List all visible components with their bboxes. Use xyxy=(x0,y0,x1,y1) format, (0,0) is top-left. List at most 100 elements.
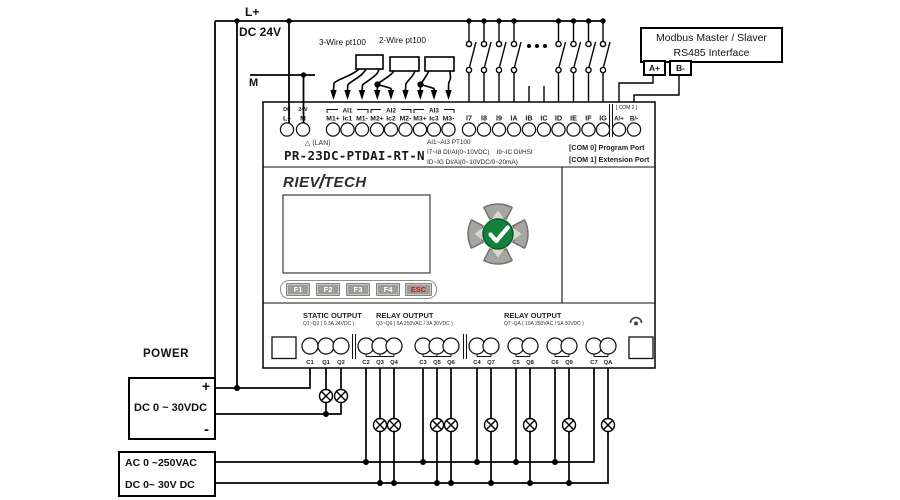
switch-i7[interactable] xyxy=(465,21,477,102)
terminal-label: Q6 xyxy=(447,360,456,366)
plc-model-label: PR-23DC-PTDAI-RT-N xyxy=(284,148,425,163)
terminal-label: L+ xyxy=(283,116,291,123)
headset-icon xyxy=(629,316,643,326)
relay-output-sub-2: Q7~QA ( 10A 250VAC / 5A 30VDC ) xyxy=(504,321,584,327)
terminal-label: M3+ xyxy=(413,116,426,123)
relay-output-title-1: RELAY OUTPUT xyxy=(376,311,434,320)
pt100-3wire-element xyxy=(355,54,384,70)
terminal-label: ID xyxy=(555,114,562,123)
top-terminal-labels: L+ M M1+ Ic1 M1- M2+ Ic2 M2- M3+ Ic3 M3-… xyxy=(283,114,638,123)
terminal-label: M1- xyxy=(356,116,368,123)
terminal-header-dc: DC xyxy=(283,107,291,113)
rs485-wires xyxy=(618,76,680,102)
plus-sign: + xyxy=(201,378,210,394)
dc-supply-box: DC 0 ~ 30VDC + - xyxy=(128,377,216,440)
switch-id[interactable] xyxy=(555,21,567,102)
terminal-label: Ic2 xyxy=(386,116,396,123)
terminal-label: Q2 xyxy=(337,360,345,366)
switch-i9[interactable] xyxy=(495,21,507,102)
rs485-a-terminal: A+ xyxy=(643,60,666,76)
ok-button[interactable] xyxy=(482,218,514,250)
arrow-up-icon xyxy=(490,210,506,221)
m-rail-label: M xyxy=(249,77,259,89)
dpad-up-button[interactable] xyxy=(483,203,513,221)
switch-i8[interactable] xyxy=(480,21,492,102)
bottom-terminal-labels: C1 Q1 Q2 C2 Q3 Q4 C3 Q5 Q6 C4 Q7 C5 Q8 C… xyxy=(306,360,613,366)
terminal-label: IF xyxy=(585,114,592,123)
f2-button[interactable]: F2 xyxy=(316,283,340,296)
ai1-group-label: AI1 xyxy=(343,108,353,115)
terminal-label: IB xyxy=(525,114,532,123)
terminal-label: Q3 xyxy=(376,360,385,366)
ellipsis-dots xyxy=(527,44,547,48)
lamp-q9 xyxy=(561,417,577,433)
terminal-label: Q5 xyxy=(433,360,442,366)
terminal-label: C5 xyxy=(512,360,520,366)
top-terminal-circles xyxy=(279,122,642,137)
pt100-2wire-element-2 xyxy=(424,56,455,72)
arrow-left-icon xyxy=(474,226,485,242)
terminal-label: Q7 xyxy=(487,360,495,366)
spec-line-2: I7~I8 DI/AI(0~10VDC) I9~IC DI/HSI xyxy=(427,149,533,156)
minus-wire xyxy=(216,402,342,415)
spec-line-3: ID~IG DI/AI(0~10VDC/0~20mA) xyxy=(427,159,518,166)
wire-junction-dots xyxy=(234,385,572,486)
modbus-interface-box: Modbus Master / Slaver RS485 Interface xyxy=(640,27,783,63)
f4-button[interactable]: F4 xyxy=(376,283,400,296)
terminal-label: A/+ xyxy=(614,116,624,123)
lamp-q2 xyxy=(333,388,349,404)
dpad-down-button[interactable] xyxy=(483,247,513,265)
lamp-q8 xyxy=(522,417,538,433)
terminal-label: C4 xyxy=(473,360,481,366)
lamp-q7 xyxy=(483,417,499,433)
modbus-title-line2: RS485 Interface xyxy=(673,47,750,59)
bottom-terminal-circles xyxy=(301,337,617,355)
dpad-left-button[interactable] xyxy=(467,219,485,249)
load-supply-box: AC 0 ~250VAC DC 0~ 30V DC xyxy=(118,451,216,497)
relay-output-section-2: RELAY OUTPUT Q7~QA ( 10A 250VAC / 5A 30V… xyxy=(504,311,584,327)
terminal-label: B/- xyxy=(630,116,638,123)
terminal-label: M2+ xyxy=(370,116,383,123)
check-icon xyxy=(488,225,510,244)
switch-ie[interactable] xyxy=(570,21,582,102)
logo-right: TECH xyxy=(323,174,367,191)
relay-output-section-1: RELAY OUTPUT Q3~Q6 ( 5A 250VAC / 3A 30VD… xyxy=(376,311,453,327)
f3-button[interactable]: F3 xyxy=(346,283,370,296)
din-clip-left xyxy=(271,336,297,360)
switch-ia[interactable] xyxy=(510,21,522,102)
lamp-q1 xyxy=(318,388,334,404)
terminal-label: QA xyxy=(604,360,614,366)
switch-ig[interactable] xyxy=(599,21,611,102)
terminal-label: C6 xyxy=(551,360,559,366)
dpad-right-button[interactable] xyxy=(511,219,529,249)
switch-if[interactable] xyxy=(585,21,597,102)
pt100-2wire-element-1 xyxy=(389,56,420,72)
terminal-label: M3- xyxy=(443,116,455,123)
function-key-shell xyxy=(280,280,437,299)
arrow-down-icon xyxy=(490,247,506,258)
f1-button[interactable]: F1 xyxy=(286,283,310,296)
terminal-label: Q1 xyxy=(322,360,331,366)
esc-button[interactable]: ESC xyxy=(405,283,432,296)
ai3-group-label: AI3 xyxy=(429,108,439,115)
lamp-q4 xyxy=(386,417,402,433)
terminal-label: Q4 xyxy=(390,360,399,366)
dc-supply-label: DC 0 ~ 30VDC xyxy=(134,402,208,414)
terminal-label: Ic1 xyxy=(343,116,353,123)
terminal-label: IA xyxy=(510,114,517,123)
plus-wire xyxy=(216,368,311,389)
lamp-q6 xyxy=(443,417,459,433)
terminal-label: IC xyxy=(540,114,547,123)
terminal-label: M2- xyxy=(400,116,412,123)
input-switches xyxy=(465,21,611,102)
dpad xyxy=(467,203,529,265)
relay-output-title-2: RELAY OUTPUT xyxy=(504,311,562,320)
com0-label: [COM 0] Program Port xyxy=(569,143,645,152)
spec-line-1: AI1~AI3 PT100 xyxy=(427,139,471,146)
plc-body xyxy=(262,101,656,369)
logo-slash-icon: / xyxy=(319,172,325,193)
static-output-sub: Q1~Q2 ( 0.3A 24VDC ) xyxy=(303,321,355,327)
lamp-q3 xyxy=(372,417,388,433)
rs485-b-terminal: B- xyxy=(669,60,692,76)
